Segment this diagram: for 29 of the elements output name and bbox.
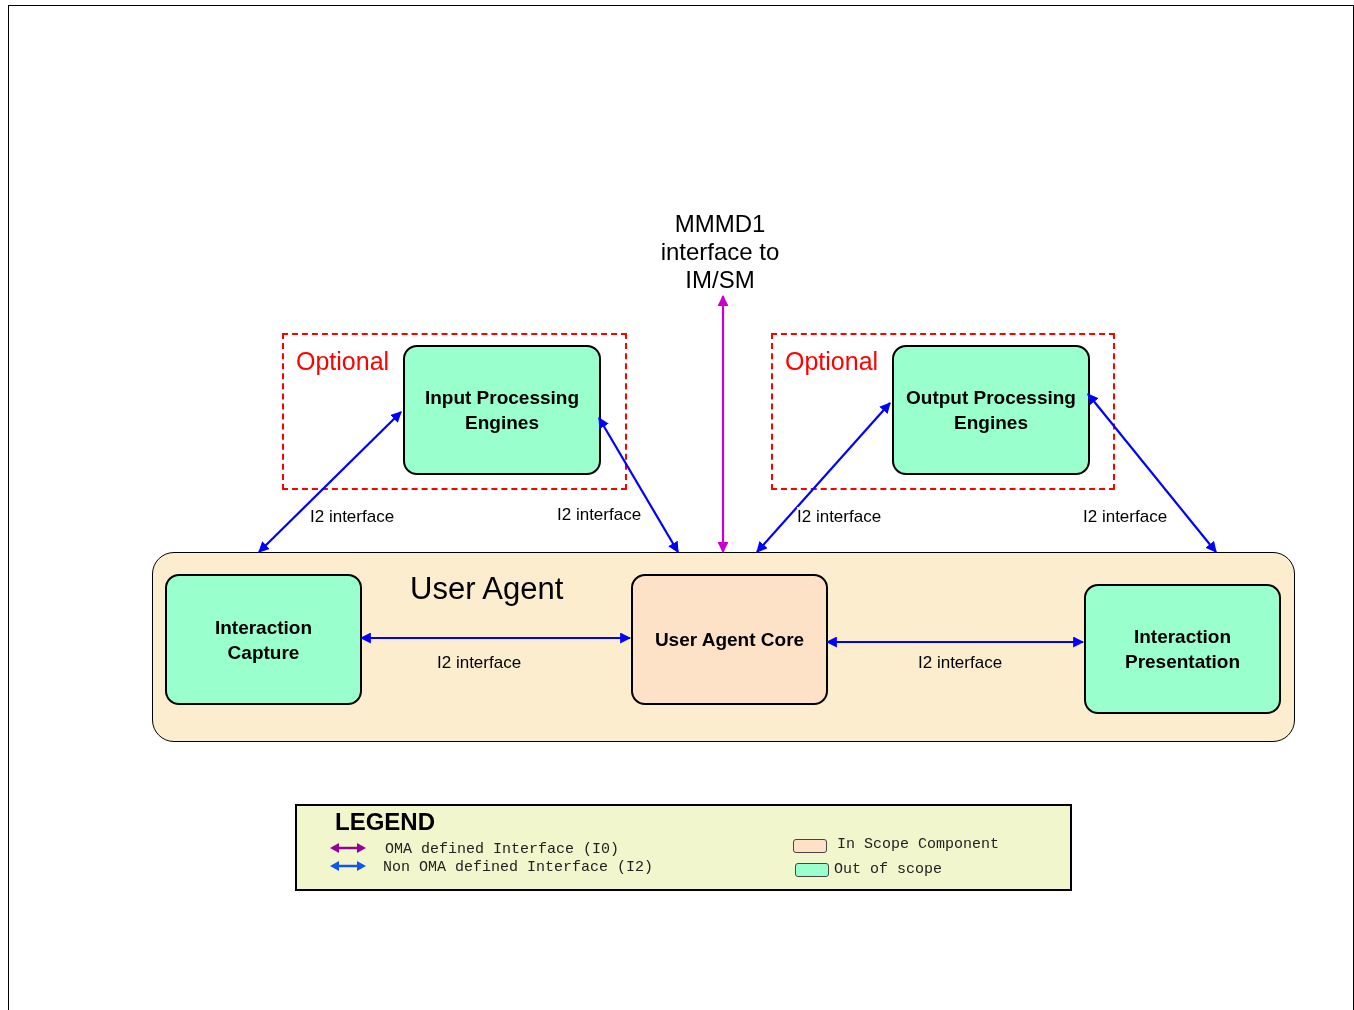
optional-label: Optional (785, 347, 879, 376)
component-label: Input Processing Engines (423, 386, 581, 435)
component-label: User Agent Core (653, 628, 806, 652)
arrow (258, 411, 402, 553)
legend-text: Non OMA defined Interface (I2) (383, 859, 654, 876)
interface-arrow (717, 294, 729, 554)
component-box (165, 574, 362, 705)
arrow (359, 632, 632, 644)
optional-label: Optional (296, 347, 390, 376)
component-box (631, 574, 828, 705)
interface-label: MMMD1 interface to IM/SM (659, 210, 781, 294)
container-title: User Agent (410, 571, 564, 607)
arrow (825, 636, 1085, 648)
legend-text: In Scope Component (837, 836, 1000, 853)
arrow (598, 417, 679, 553)
component-box (403, 345, 601, 475)
arrow (1087, 393, 1217, 553)
component-label: Interaction Capture (213, 615, 314, 665)
container-box (152, 552, 1295, 742)
component-label: Interaction Presentation (1123, 625, 1242, 674)
arrow (756, 402, 891, 553)
component-label: Output Processing Engines (905, 386, 1077, 435)
legend-title: LEGEND (335, 808, 435, 836)
legend-text: Out of scope (834, 861, 943, 878)
optional-group-box (282, 333, 627, 490)
component-box (892, 345, 1090, 475)
legend-text: OMA defined Interface (I0) (385, 841, 620, 858)
component-box (1084, 584, 1281, 714)
optional-group-box (771, 333, 1115, 490)
